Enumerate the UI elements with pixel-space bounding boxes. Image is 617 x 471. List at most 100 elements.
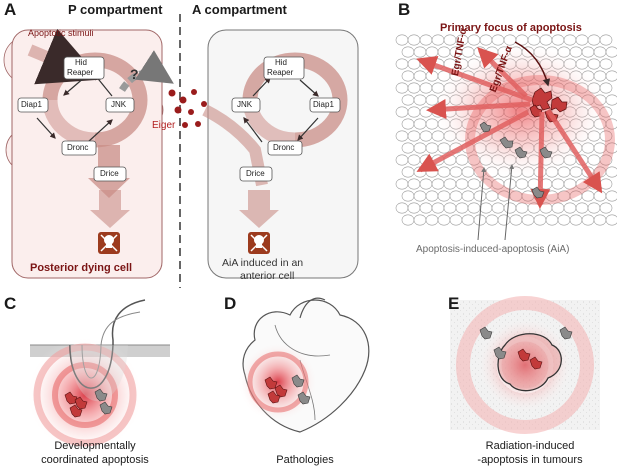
posterior-dying-cell-label: Posterior dying cell — [30, 262, 133, 274]
epithelial-cell — [407, 58, 421, 70]
epithelial-cell — [401, 190, 415, 202]
epithelial-cell — [419, 130, 433, 142]
epithelial-cell — [437, 214, 451, 226]
epithelial-cell — [401, 46, 415, 58]
epithelial-cell — [605, 70, 617, 82]
epithelial-cell — [401, 94, 415, 106]
panel-c-caption-1: Developmentally — [54, 440, 136, 452]
a-hid-reaper-box — [263, 56, 305, 80]
p-jnk-box — [105, 97, 135, 113]
panel-d-letter: D — [224, 294, 237, 313]
epithelial-cell — [575, 202, 589, 214]
panel-d — [238, 297, 370, 433]
epithelial-cell — [491, 202, 505, 214]
epithelial-cell — [545, 214, 559, 226]
epithelial-cell — [395, 82, 409, 94]
epithelial-cell — [443, 202, 457, 214]
epithelial-cell — [473, 190, 487, 202]
epithelial-cell — [449, 214, 463, 226]
epithelial-cell — [419, 34, 433, 46]
epithelial-cell — [467, 34, 481, 46]
apoptosis-wave — [27, 337, 143, 453]
epithelial-cell — [593, 46, 607, 58]
epithelial-cell — [407, 202, 421, 214]
epithelial-cell — [563, 202, 577, 214]
a-cycle — [202, 52, 348, 228]
epithelial-cell — [419, 82, 433, 94]
epithelial-cell — [401, 70, 415, 82]
question-mark: ? — [130, 66, 139, 82]
epithelial-cell — [407, 82, 421, 94]
primary-focus-label: Primary focus of apoptosis — [440, 22, 582, 34]
panel-e-caption-2: -apoptosis in tumours — [477, 454, 583, 466]
egr-arrows — [416, 47, 603, 209]
apoptosis-glow — [430, 40, 610, 180]
invagination — [69, 299, 146, 389]
epithelial-cell — [449, 190, 463, 202]
epithelial-cell — [605, 190, 617, 202]
epithelial-cell — [479, 34, 493, 46]
p-diap1-label: Diap1 — [21, 100, 42, 109]
epithelial-cell — [443, 34, 457, 46]
p-diap1-box — [17, 97, 49, 113]
epithelial-cell — [551, 178, 565, 190]
epithelial-cell — [605, 46, 617, 58]
epithelial-cell — [503, 202, 517, 214]
epithelial-cell — [605, 166, 617, 178]
epithelial-cell — [587, 202, 601, 214]
jnk-to-eiger-arrow — [119, 50, 174, 93]
a-jnk-label: JNK — [237, 100, 253, 109]
panel-e — [450, 296, 600, 434]
epithelial-cell — [401, 166, 415, 178]
aia-induced-label-1: AiA induced in an — [222, 257, 304, 269]
aia-pointers — [477, 164, 515, 241]
epithelial-cell — [455, 202, 469, 214]
epithelial-cell — [413, 214, 427, 226]
epithelial-cell — [467, 202, 481, 214]
p-drice-box — [93, 166, 127, 182]
epithelial-cell — [455, 178, 469, 190]
a-hid-label: Hid — [275, 58, 288, 67]
p-dronc-label: Dronc — [67, 143, 89, 152]
aia-induced-label-2: anterior cell — [240, 270, 295, 282]
epithelial-cell — [599, 202, 613, 214]
a-drice-box — [239, 166, 273, 182]
epithelial-cell — [437, 166, 451, 178]
epithelial-cell — [401, 118, 415, 130]
panel-c-letter: C — [4, 294, 17, 313]
panel-d-caption: Pathologies — [276, 454, 334, 466]
epithelial-cell — [461, 214, 475, 226]
a-diap1-label: Diap1 — [313, 100, 334, 109]
skull-crossbones-icon — [98, 232, 120, 254]
epithelial-cell — [599, 154, 613, 166]
epithelial-cell — [569, 166, 583, 178]
epithelial-cell — [599, 58, 613, 70]
epithelial-cell — [599, 178, 613, 190]
eiger-molecules — [168, 89, 207, 128]
panel-e-letter: E — [448, 294, 460, 313]
panel-b-letter: B — [398, 0, 411, 19]
p-drice-label: Drice — [100, 169, 119, 178]
epithelial-cell — [425, 190, 439, 202]
p-reaper-label: Reaper — [67, 68, 94, 77]
epithelial-cell — [575, 34, 589, 46]
epithelial-cell — [581, 46, 595, 58]
a-reaper-label: Reaper — [267, 68, 294, 77]
aia-label: Apoptosis-induced-apoptosis (AiA) — [416, 244, 570, 255]
epithelial-cell — [443, 178, 457, 190]
epithelial-cell — [563, 34, 577, 46]
epithelial-cell — [407, 154, 421, 166]
epithelial-cell — [509, 214, 523, 226]
epithelial-cell — [551, 202, 565, 214]
epithelial-cell — [407, 130, 421, 142]
epithelial-cell — [467, 178, 481, 190]
epithelial-cell — [413, 190, 427, 202]
a-drice-label: Drice — [246, 169, 265, 178]
epithelial-cell — [515, 178, 529, 190]
skull-crossbones-icon — [248, 232, 270, 254]
panel-c-caption-2: coordinated apoptosis — [41, 454, 149, 466]
p-hid-label: Hid — [75, 58, 88, 67]
epithelial-cell — [407, 106, 421, 118]
epithelial-cell — [515, 202, 529, 214]
